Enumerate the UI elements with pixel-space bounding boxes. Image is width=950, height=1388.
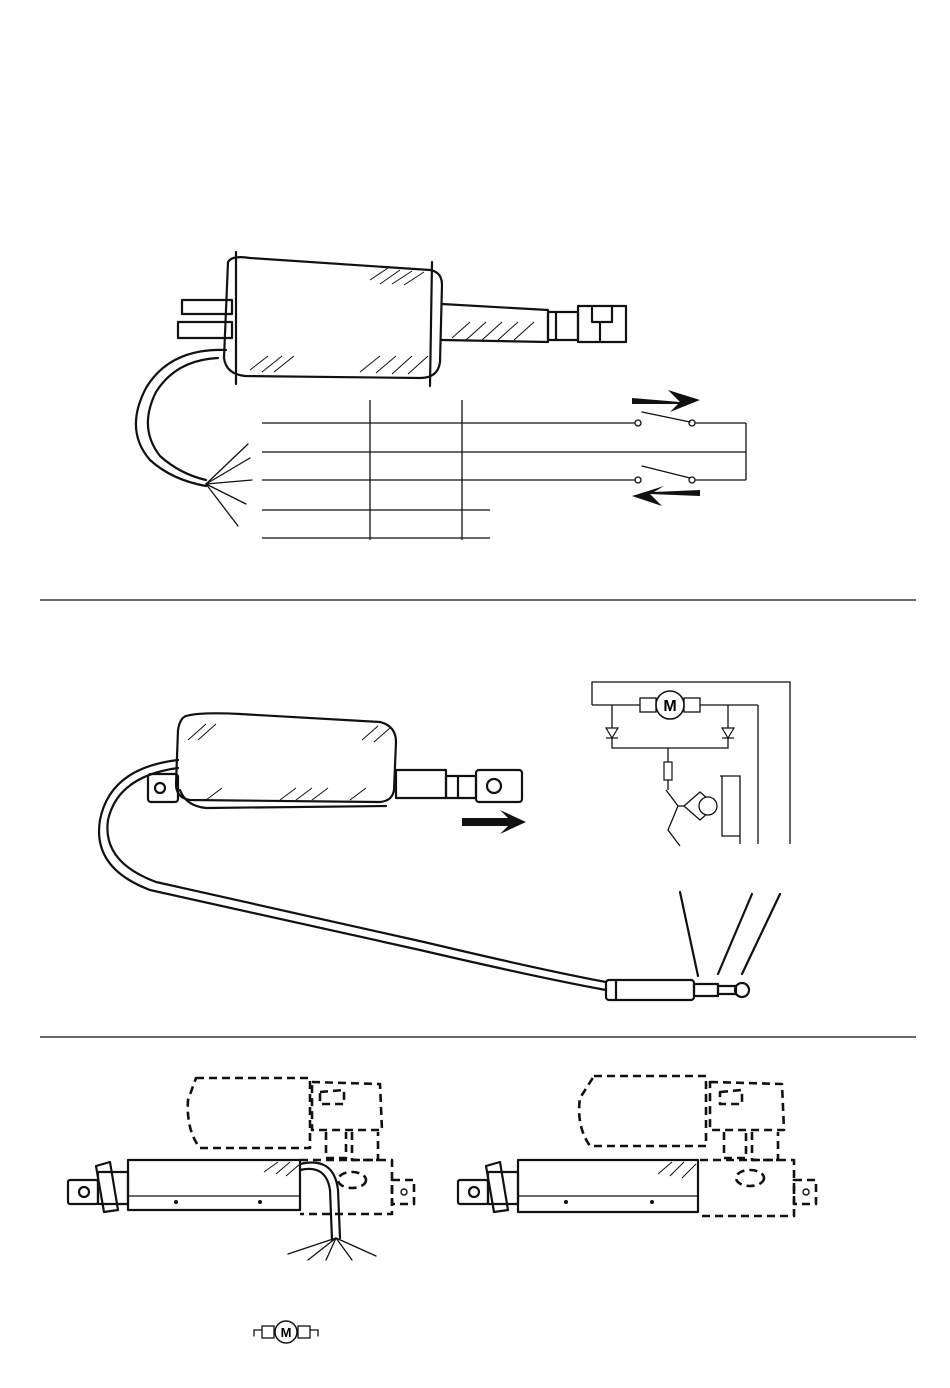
rod-sleeve xyxy=(548,312,578,340)
actuator-body xyxy=(224,257,442,378)
shaft xyxy=(442,304,548,342)
wiring-table xyxy=(262,400,746,540)
arrow-icon xyxy=(632,390,700,506)
switch-icon xyxy=(635,412,695,483)
diode-icon xyxy=(606,728,734,738)
small-motor-label: M xyxy=(281,1325,292,1340)
actuator-body-2 xyxy=(176,713,396,802)
motor-icon: M xyxy=(640,691,700,719)
actuator-variant-right xyxy=(458,1076,816,1216)
actuator-top xyxy=(136,252,626,526)
resistor-icon xyxy=(664,762,672,780)
cable xyxy=(136,350,226,486)
sensor-icon xyxy=(684,792,717,820)
prong-top xyxy=(182,300,232,314)
motor-label: M xyxy=(663,698,676,715)
cable-fanout xyxy=(206,444,252,526)
motor-icon: M xyxy=(254,1321,318,1343)
actuator-middle xyxy=(99,713,606,990)
actuator-variant-left xyxy=(68,1078,414,1260)
clevis xyxy=(578,306,626,342)
arrow-icon xyxy=(462,810,526,834)
jack-plug-icon xyxy=(606,892,780,1000)
